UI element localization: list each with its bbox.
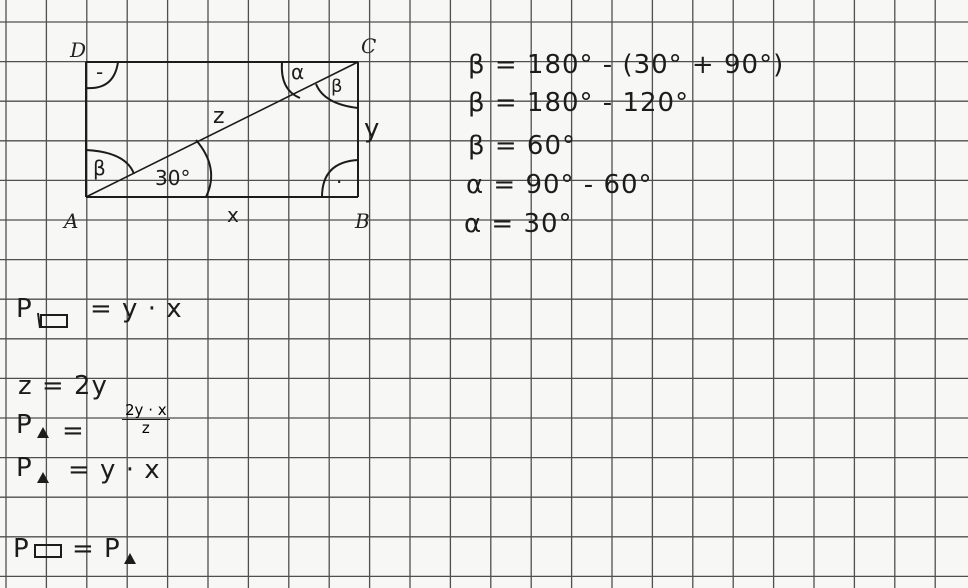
tri-area-label: P [16, 410, 33, 440]
fraction-denominator: z [141, 418, 150, 437]
side-label-y: y [364, 114, 380, 144]
rect-area-expression: = y · x [90, 294, 183, 324]
equation-line-4: α = 90° - 60° [466, 170, 653, 200]
rectangle-diagram [85, 61, 359, 198]
side-label-z: z [213, 104, 225, 129]
angle-arc-C-alpha [280, 61, 301, 99]
angle-arc-D [85, 61, 119, 90]
vertex-label-C: C [361, 34, 377, 58]
final-left-label: P [13, 534, 30, 564]
angle-arc-A-30 [195, 139, 213, 198]
angle-arc-C-beta [315, 83, 359, 109]
final-right-label: P [104, 534, 121, 564]
rectangle-symbol-icon [37, 312, 68, 329]
rect-area-label: P [16, 294, 33, 324]
side-label-x: x [227, 203, 239, 227]
area-fraction: 2y · x z [122, 402, 170, 436]
angle-label-beta-C: β [331, 76, 343, 97]
equation-line-5: α = 30° [464, 209, 573, 239]
vertex-label-B: B [355, 209, 370, 233]
angle-label-30-A: 30° [155, 166, 191, 190]
angle-label-beta-A: β [93, 156, 106, 180]
rectangle-symbol-icon [34, 544, 62, 558]
angle-arc-A-beta [85, 149, 135, 175]
vertex-label-D: D [70, 38, 87, 62]
angle-arc-B [321, 159, 359, 198]
final-equals: = [72, 534, 95, 564]
right-angle-mark-B: · [336, 170, 343, 194]
triangle-symbol-icon [37, 472, 49, 483]
z-equation: z = 2y [18, 371, 108, 401]
angle-label-alpha-C: α [291, 60, 305, 84]
tri-area-expression: = y · x [68, 455, 161, 485]
vertex-label-A: A [64, 209, 79, 233]
equation-line-3: β = 60° [468, 131, 576, 161]
diagonal-AC [85, 61, 359, 198]
equation-line-1: β = 180° - (30° + 90°) [468, 50, 785, 80]
triangle-symbol-icon [124, 553, 136, 564]
triangle-symbol-icon [37, 427, 49, 438]
equation-line-2: β = 180° - 120° [468, 88, 690, 118]
tri-area-equals: = [62, 416, 85, 446]
tri-area-label-2: P [16, 453, 33, 483]
right-angle-mark-D: - [96, 60, 104, 84]
fraction-numerator: 2y · x [122, 402, 170, 420]
